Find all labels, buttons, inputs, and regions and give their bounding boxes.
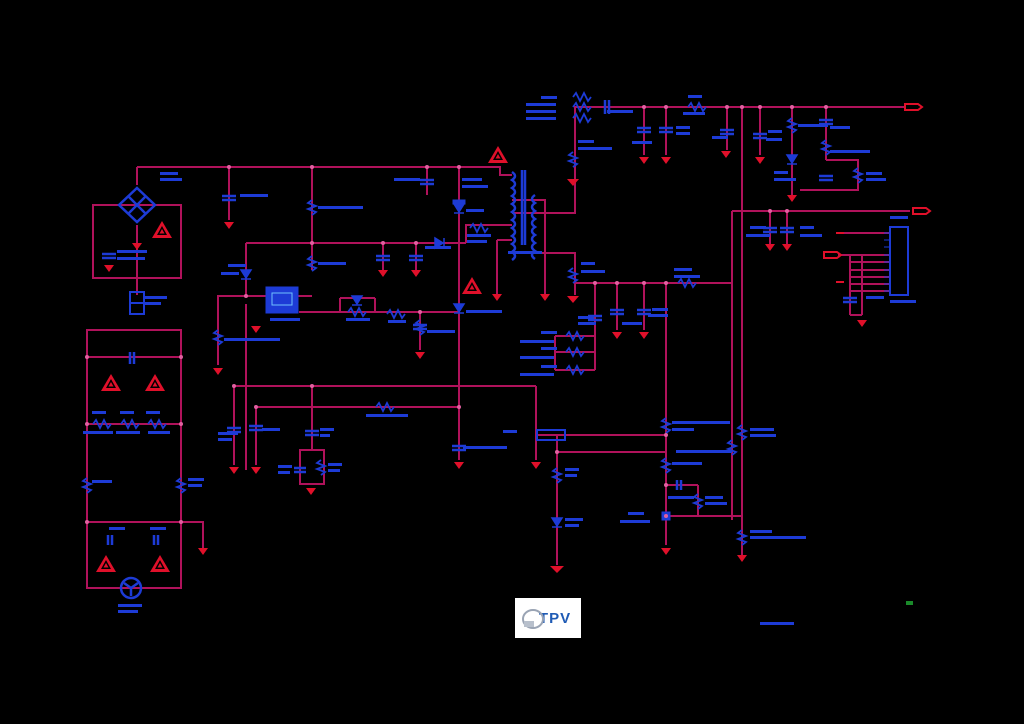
choke-symbols [129, 291, 566, 441]
transformer-icon [509, 170, 538, 262]
junction-dots [85, 105, 828, 524]
ground-symbol-icon [104, 151, 867, 573]
bridge-rectifier-icon [117, 186, 157, 224]
fan-motor-icon [119, 576, 143, 600]
tpv-logo: TPV [515, 598, 581, 638]
connector-arrow-icon [823, 103, 932, 283]
warning-triangle-icon [96, 146, 508, 572]
component-label-marks [83, 95, 916, 625]
logo-swoosh-icon [522, 609, 544, 629]
ic-chip-icon [265, 286, 299, 314]
connector-block [889, 226, 909, 296]
logo-text: TPV [538, 609, 572, 627]
resistor-symbols [80, 90, 865, 546]
connector-pins [884, 232, 890, 292]
components [80, 90, 909, 600]
corner-mark [906, 601, 913, 605]
capacitor-symbols [102, 100, 857, 545]
